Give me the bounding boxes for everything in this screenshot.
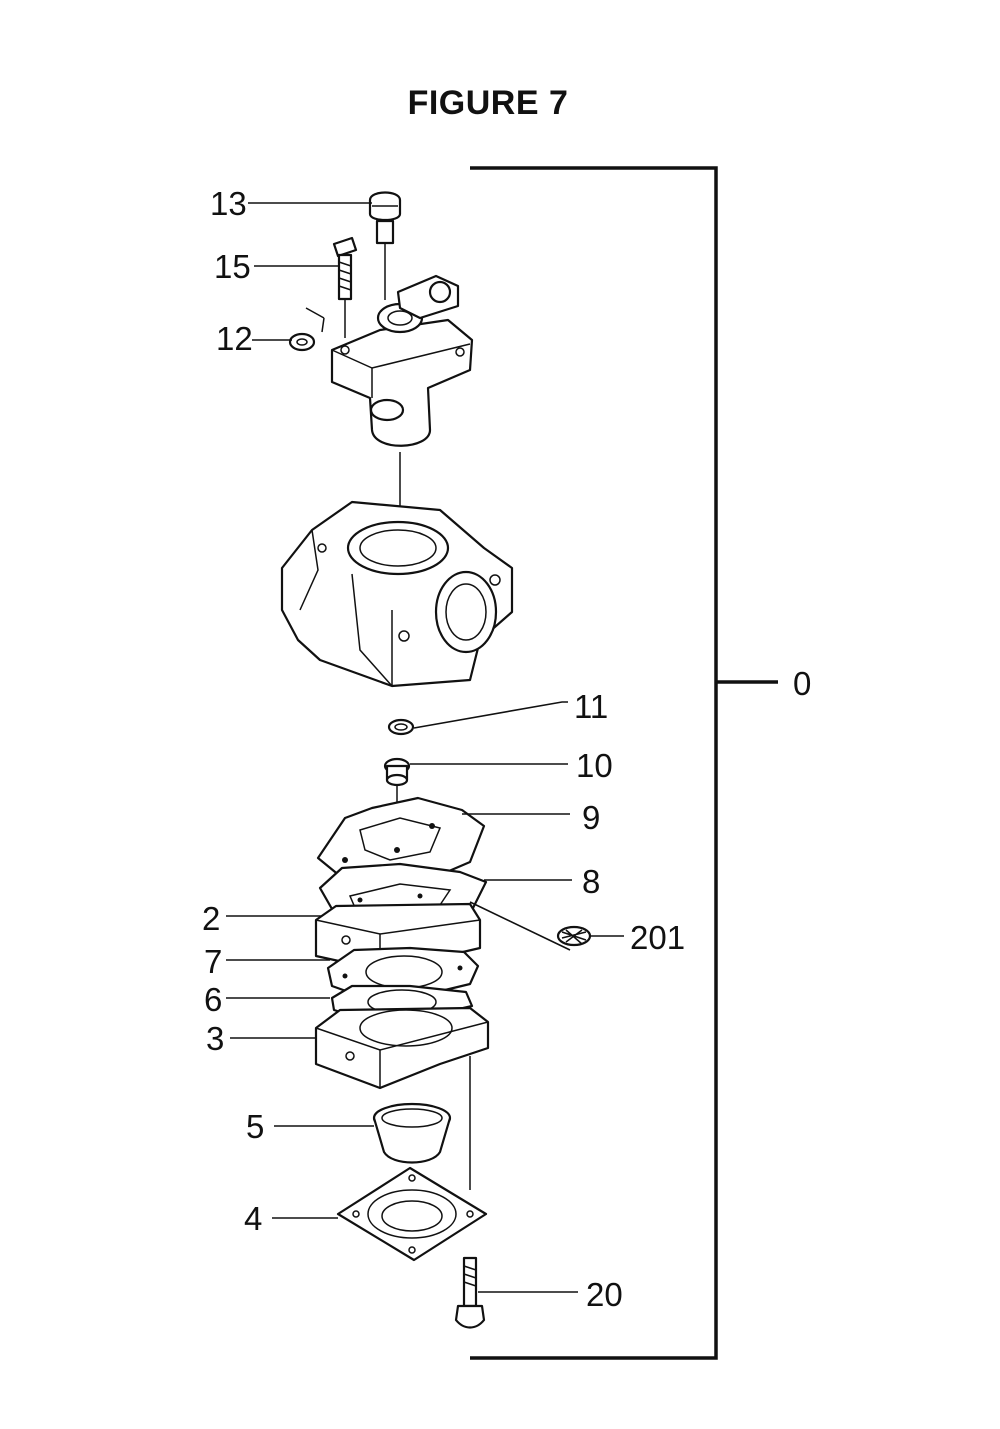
carburetor-body bbox=[280, 500, 514, 688]
part-13-screw bbox=[368, 191, 402, 300]
callout-3: 3 bbox=[206, 1020, 224, 1057]
part-10-valve bbox=[383, 757, 411, 845]
callout-8: 8 bbox=[582, 863, 600, 900]
callout-5: 5 bbox=[246, 1108, 264, 1145]
callout-7: 7 bbox=[204, 943, 222, 980]
figure-title: FIGURE 7 bbox=[407, 84, 569, 122]
assembly-label: 0 bbox=[793, 665, 811, 702]
assembly-bracket bbox=[470, 166, 778, 1360]
part-3-pump-cover bbox=[314, 1006, 490, 1190]
callout-6: 6 bbox=[204, 981, 222, 1018]
part-20-screw bbox=[454, 1256, 486, 1329]
leader-lines bbox=[226, 202, 624, 1293]
callout-10: 10 bbox=[576, 747, 613, 784]
callout-20: 20 bbox=[586, 1276, 623, 1313]
part-15-bolt bbox=[332, 236, 358, 338]
callout-11: 11 bbox=[574, 688, 608, 725]
part-5-cup bbox=[372, 1102, 452, 1164]
part-11-o-ring bbox=[387, 718, 415, 736]
callout-2: 2 bbox=[202, 900, 220, 937]
part-12-clip bbox=[288, 307, 325, 352]
callout-12: 12 bbox=[216, 320, 253, 357]
throttle-body-top bbox=[330, 274, 474, 530]
callout-15: 15 bbox=[214, 248, 251, 285]
callout-201: 201 bbox=[630, 919, 685, 956]
callout-9: 9 bbox=[582, 799, 600, 836]
part-201-filter-screen bbox=[469, 901, 592, 951]
part-4-cover-plate bbox=[336, 1166, 488, 1262]
callout-13: 13 bbox=[210, 185, 247, 222]
callout-4: 4 bbox=[244, 1200, 262, 1237]
